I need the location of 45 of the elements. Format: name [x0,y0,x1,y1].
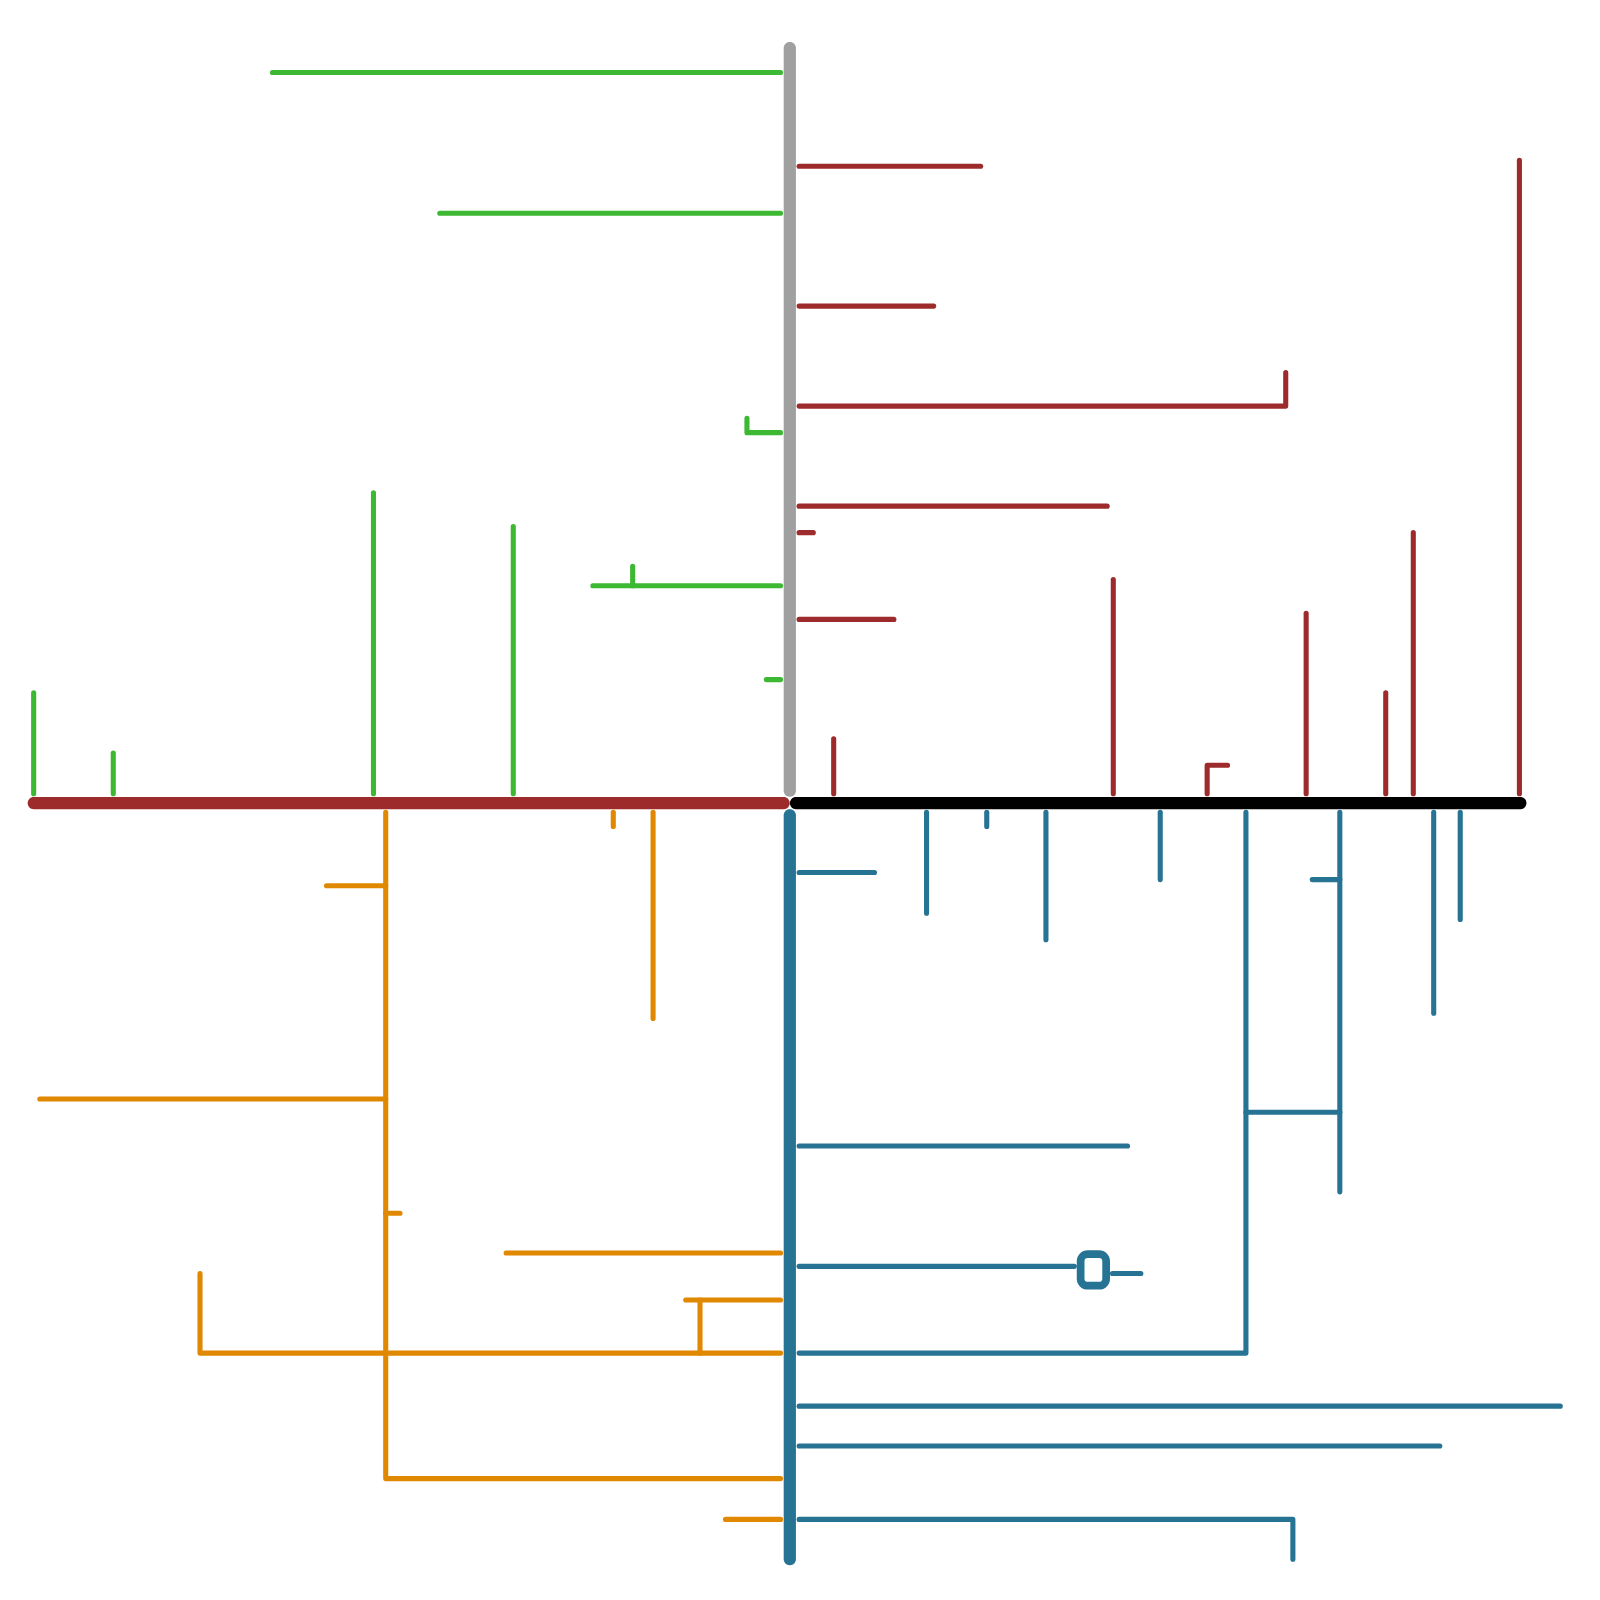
branch-line [924,809,930,916]
branch-line [1457,809,1463,922]
branch-line [610,809,616,830]
branch-line [796,1143,1131,1149]
branch-line [383,809,784,1482]
branch-line [984,809,990,830]
branch-line [650,809,656,1021]
branch-line [796,303,937,309]
branch-line [796,1263,1077,1269]
branch-line [1109,1270,1144,1277]
branch-line [831,736,837,797]
branch-line [796,530,816,536]
branch-line [1431,809,1437,1016]
branch-line [510,524,516,797]
branch-line [110,750,116,797]
branch-line [1043,809,1049,943]
small-box [1076,1250,1110,1290]
branch-line [763,677,784,683]
branch-line [796,1443,1443,1449]
branch-line [796,503,1110,509]
branch-line [796,369,1289,409]
branch-line [1204,762,1231,797]
branch-line [796,163,984,169]
branch-line [722,1516,784,1522]
branch-line [1337,809,1343,1195]
branch-line [796,809,1249,1356]
branch-line [1157,809,1163,883]
branch-line [370,490,376,797]
branch-line [796,616,897,622]
branch-line [1410,530,1416,797]
branch-line [269,69,784,75]
branch-line [683,1297,784,1303]
branch-line [744,415,784,436]
branch-line [197,1270,784,1356]
branch-line [31,690,37,797]
branch-line [1110,577,1116,797]
branch-line [796,869,878,875]
branch-line [1516,157,1522,797]
branch-line [503,1250,784,1256]
branch-line [1383,690,1389,797]
branch-line [1303,610,1309,797]
branch-line [590,583,784,589]
branch-line [796,1516,1296,1562]
branch-line [796,1403,1563,1409]
branch-line [437,210,784,216]
